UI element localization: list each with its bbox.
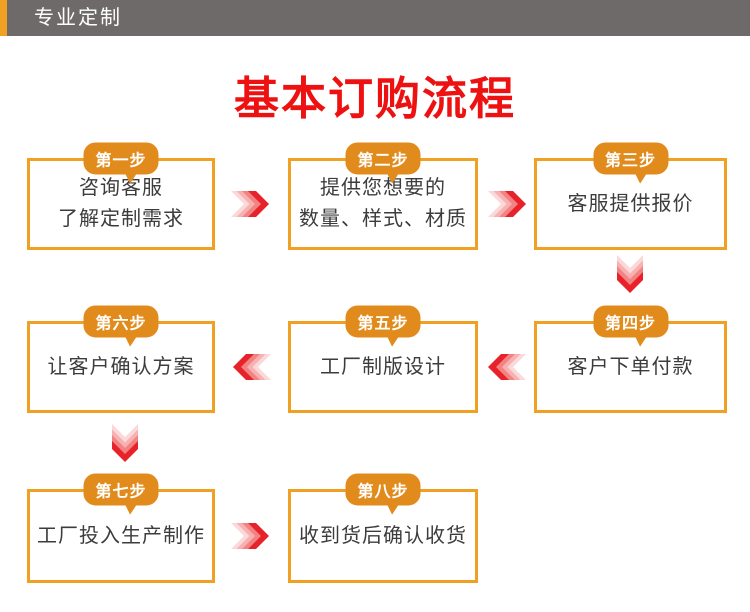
badge-tail-icon xyxy=(124,502,140,516)
step-box-2: 第二步 提供您想要的 数量、样式、材质 xyxy=(288,142,478,250)
step-badge-8: 第八步 xyxy=(345,473,421,516)
header-accent-stripe xyxy=(0,0,7,36)
badge-tail-icon xyxy=(124,171,140,185)
step-text-line: 提供您想要的 xyxy=(320,177,446,199)
step-text-line: 工厂投入生产制作 xyxy=(37,524,205,547)
step-text-1: 咨询客服 了解定制需求 xyxy=(30,161,212,247)
step-text-8: 收到货后确认收货 xyxy=(291,492,475,580)
arrow-left-icon xyxy=(233,354,271,380)
step-box-7: 第七步 工厂投入生产制作 xyxy=(27,473,215,583)
step-text-line: 数量、样式、材质 xyxy=(299,208,467,230)
step-text-5: 工厂制版设计 xyxy=(291,324,475,410)
step-text-line: 客户下单付款 xyxy=(567,355,694,378)
step-badge-3: 第三步 xyxy=(592,142,669,185)
badge-tail-icon xyxy=(634,171,649,185)
step-box-3: 第三步 客服提供报价 xyxy=(534,142,727,250)
step-box-4: 第四步 客户下单付款 xyxy=(534,305,727,413)
step-badge-8-label: 第八步 xyxy=(357,483,409,501)
badge-tail-icon xyxy=(634,334,649,348)
arrow-down-icon xyxy=(617,255,643,293)
step-badge-2-label: 第二步 xyxy=(357,152,409,170)
step-text-line: 咨询客服 xyxy=(79,177,163,199)
arrow-down-icon xyxy=(112,424,138,462)
step-badge-1: 第一步 xyxy=(83,142,159,185)
step-badge-7-label: 第七步 xyxy=(95,483,147,501)
step-box-1: 第一步 咨询客服 了解定制需求 xyxy=(27,142,215,250)
step-text-line: 了解定制需求 xyxy=(58,208,184,230)
step-text-4: 客户下单付款 xyxy=(537,324,724,410)
arrow-right-icon xyxy=(231,191,269,217)
step-badge-7: 第七步 xyxy=(83,473,159,516)
step-text-line: 收到货后确认收货 xyxy=(299,524,467,547)
step-badge-1-label: 第一步 xyxy=(95,152,147,170)
page-title: 基本订购流程 xyxy=(233,73,516,124)
step-box-8: 第八步 收到货后确认收货 xyxy=(288,473,478,583)
step-badge-6: 第六步 xyxy=(83,305,159,348)
step-text-2: 提供您想要的 数量、样式、材质 xyxy=(291,161,475,247)
arrow-right-icon xyxy=(231,523,269,549)
step-text-3: 客服提供报价 xyxy=(537,161,724,247)
step-box-5: 第五步 工厂制版设计 xyxy=(288,305,478,413)
badge-tail-icon xyxy=(386,171,402,185)
badge-tail-icon xyxy=(386,502,402,516)
step-badge-2: 第二步 xyxy=(345,142,421,185)
step-badge-3-label: 第三步 xyxy=(604,152,657,170)
step-badge-6-label: 第六步 xyxy=(95,315,147,333)
badge-tail-icon xyxy=(386,334,402,348)
step-box-6: 第六步 让客户确认方案 xyxy=(27,305,215,413)
section-header-bar: 专业定制 xyxy=(0,0,750,36)
step-text-line: 工厂制版设计 xyxy=(320,355,446,378)
section-header-label: 专业定制 xyxy=(34,7,122,29)
badge-tail-icon xyxy=(124,334,140,348)
arrow-left-icon xyxy=(488,354,526,380)
step-badge-4: 第四步 xyxy=(592,305,669,348)
step-text-6: 让客户确认方案 xyxy=(30,324,212,410)
step-badge-4-label: 第四步 xyxy=(604,315,657,333)
step-text-line: 让客户确认方案 xyxy=(47,355,195,378)
arrow-right-icon xyxy=(488,191,526,217)
step-badge-5-label: 第五步 xyxy=(357,315,409,333)
step-text-line: 客服提供报价 xyxy=(567,192,694,215)
step-badge-5: 第五步 xyxy=(345,305,421,348)
step-text-7: 工厂投入生产制作 xyxy=(30,492,212,580)
